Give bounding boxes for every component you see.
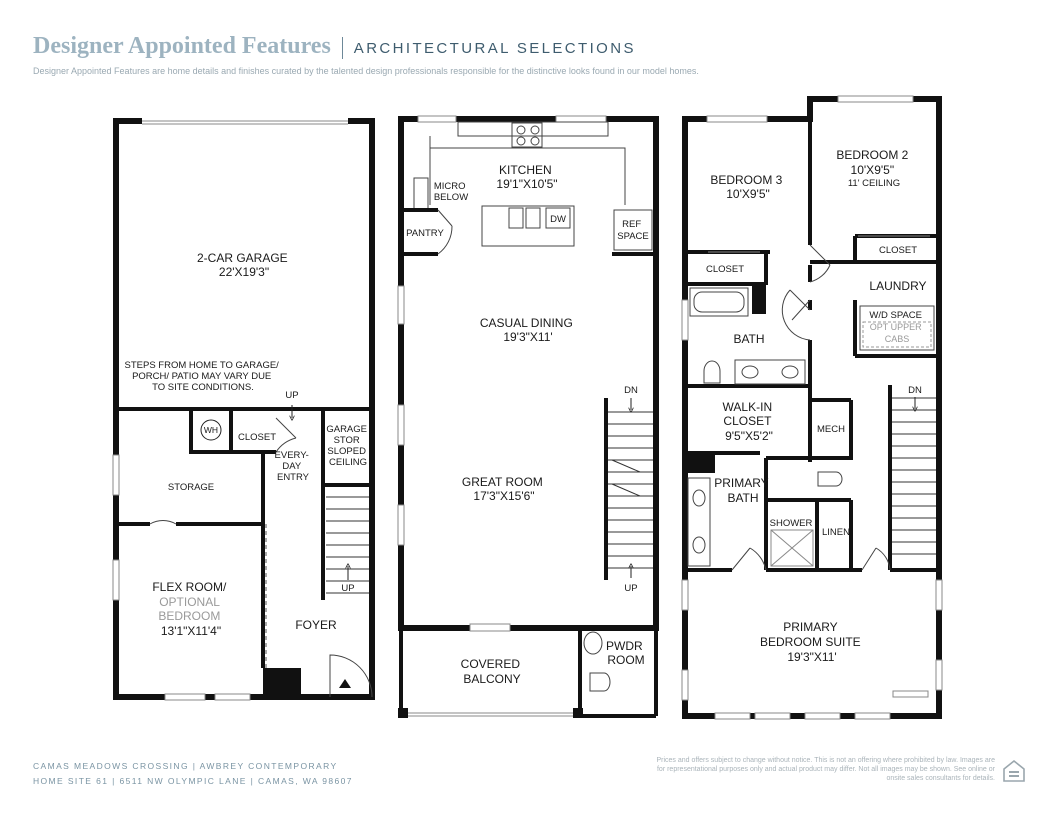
flex-room-label: FLEX ROOM/ OPTIONAL BEDROOM 13'1"X11'4" (152, 580, 229, 638)
title-divider (341, 37, 343, 59)
floor-plan-1: 2-CAR GARAGE 22'X19'3" STEPS FROM HOME T… (112, 116, 375, 701)
fridge-space-label: REF SPACE (617, 219, 649, 242)
washer-dryer-label: W/D SPACE OPT UPPER CABS (869, 310, 924, 344)
shower-label: SHOWER (770, 518, 813, 529)
casual-dining-label: CASUAL DINING 19'3"X11' (480, 316, 576, 344)
bedroom-2-closet-label: CLOSET (879, 245, 917, 256)
powder-room-label: PWDR ROOM (606, 639, 646, 667)
garage-label: 2-CAR GARAGE 22'X19'3" (197, 251, 291, 279)
page-description: Designer Appointed Features are home det… (33, 66, 699, 76)
up-label-stairs: UP (341, 583, 354, 594)
bedroom-2-label: BEDROOM 2 10'X9'5" 11' CEILING (836, 148, 911, 189)
equal-housing-icon (1003, 759, 1025, 782)
garage-note: STEPS FROM HOME TO GARAGE/ PORCH/ PATIO … (125, 360, 282, 393)
down-label-floor3: DN (908, 385, 922, 396)
up-label-garage: UP (285, 390, 298, 401)
primary-bath-label: PRIMARY BATH (714, 476, 772, 505)
closet-label-floor1: CLOSET (238, 432, 276, 443)
garage-storage-label: GARAGE STOR SLOPED CEILING (326, 424, 369, 468)
mech-label: MECH (817, 424, 845, 435)
bath-label: BATH (733, 332, 764, 346)
footer-line-2: HOME SITE 61 | 6511 NW OLYMPIC LANE | CA… (33, 776, 353, 786)
entry-triangle-icon (339, 679, 351, 688)
floor-plan-2: KITCHEN 19'1"X10'5" MICRO BELOW DW REF S… (397, 115, 659, 718)
dishwasher-label: DW (550, 214, 566, 225)
bedroom-3-closet-label: CLOSET (706, 264, 744, 275)
footer-address: CAMAS MEADOWS CROSSING | AWBREY CONTEMPO… (33, 759, 353, 789)
footer-line-1: CAMAS MEADOWS CROSSING | AWBREY CONTEMPO… (33, 761, 338, 771)
everyday-entry-label: EVERY- DAY ENTRY (275, 450, 312, 483)
bedroom-3-label: BEDROOM 3 10'X9'5" (710, 173, 785, 201)
footer-disclaimer: Prices and offers subject to change with… (656, 757, 995, 782)
laundry-label: LAUNDRY (869, 279, 926, 293)
floor-plan-3: BEDROOM 3 10'X9'5" BEDROOM 2 10'X9'5" 11… (681, 95, 943, 720)
pantry-label: PANTRY (406, 228, 444, 239)
storage-label: STORAGE (168, 482, 214, 493)
up-label-floor2: UP (624, 583, 637, 594)
great-room-label: GREAT ROOM 17'3"X15'6" (462, 475, 546, 503)
walk-in-closet-label: WALK-IN CLOSET 9'5"X5'2" (723, 400, 776, 443)
linen-label: LINEN (822, 527, 850, 538)
kitchen-label: KITCHEN 19'1"X10'5" (496, 163, 557, 191)
down-label-floor2: DN (624, 385, 638, 396)
foyer-label: FOYER (295, 618, 337, 632)
page-title: Designer Appointed Features (33, 33, 331, 59)
water-heater-label: WH (204, 425, 218, 435)
microwave-label: MICRO BELOW (434, 181, 468, 203)
page-subtitle: ARCHITECTURAL SELECTIONS (353, 40, 636, 57)
covered-balcony-label: COVERED BALCONY (461, 657, 524, 686)
primary-suite-label: PRIMARY BEDROOM SUITE 19'3"X11' (760, 620, 864, 664)
page-header: Designer Appointed Features ARCHITECTURA… (33, 33, 636, 63)
